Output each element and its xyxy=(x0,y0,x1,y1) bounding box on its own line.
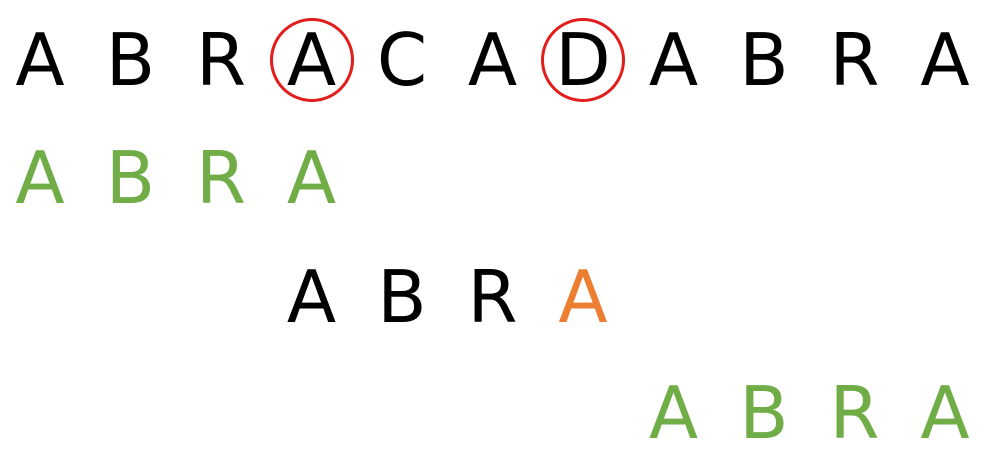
highlight-circle xyxy=(541,18,625,102)
pattern-letter: A xyxy=(920,371,970,455)
text-letter: R xyxy=(829,18,880,102)
text-letter: C xyxy=(376,18,428,102)
pattern-letter: A xyxy=(286,255,337,339)
pattern-letter: R xyxy=(195,136,247,220)
text-letter: A xyxy=(920,18,970,102)
pattern-letter: B xyxy=(377,255,427,339)
text-letter: B xyxy=(105,18,156,102)
pattern-letter: A xyxy=(648,371,699,455)
text-letter: A xyxy=(15,18,65,102)
pattern-letter: A xyxy=(286,136,337,220)
pattern-letter: A xyxy=(558,255,608,339)
text-letter: A xyxy=(648,18,699,102)
pattern-letter: R xyxy=(829,371,880,455)
pattern-letter: R xyxy=(467,255,518,339)
pattern-letter: B xyxy=(739,371,789,455)
pattern-letter: B xyxy=(105,136,156,220)
pattern-letter: A xyxy=(15,136,65,220)
text-letter: R xyxy=(195,18,247,102)
text-letter: B xyxy=(739,18,789,102)
highlight-circle xyxy=(269,18,354,102)
text-letter: A xyxy=(467,18,518,102)
